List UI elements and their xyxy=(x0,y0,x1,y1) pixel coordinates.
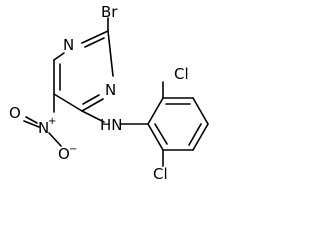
bond-nitro-o-double-inner xyxy=(23,120,40,128)
atom-chlorine-top: Cl xyxy=(174,65,189,83)
atom-ring-nitrogen-top: N xyxy=(63,36,74,54)
chemical-structure-diagram: Br N N HN Cl Cl N + O O − xyxy=(9,3,209,183)
dichlorophenyl-ring xyxy=(147,81,209,167)
bond-nitro-o-single xyxy=(48,132,62,147)
bond-c6-n1 xyxy=(81,98,104,112)
nitro-oxygen-charge: − xyxy=(69,144,77,155)
atom-nitro-oxygen-single: O xyxy=(58,145,70,163)
bond-nitro-o-double xyxy=(25,116,38,124)
atom-bromine: Br xyxy=(101,3,118,21)
pyrimidine-ring xyxy=(53,17,114,112)
nitro-group xyxy=(23,116,62,147)
bond-n1-c2 xyxy=(107,30,114,77)
atom-ring-nitrogen-right: N xyxy=(105,81,116,99)
atom-amine: HN xyxy=(100,116,123,134)
bond-ph-c4-c5 xyxy=(192,123,209,151)
nitro-nitrogen-charge: + xyxy=(48,116,56,127)
bond-c6-n1-inner xyxy=(82,94,100,105)
bond-ph-c1-c2 xyxy=(147,97,164,125)
bond-ph-c6-c1-inner xyxy=(154,123,168,145)
bond-n3-c4 xyxy=(53,52,65,61)
bond-c6-nh xyxy=(81,110,105,123)
bond-ph-c6-c1 xyxy=(147,123,164,151)
bond-ph-c4-c5-inner xyxy=(188,123,202,146)
atom-nitro-nitrogen: N xyxy=(38,119,49,137)
atom-nitro-oxygen-double: O xyxy=(9,104,21,122)
bond-ph-c3-c4 xyxy=(192,97,209,125)
bond-c2-n3 xyxy=(81,30,109,44)
bond-c5-c6 xyxy=(53,93,83,112)
atom-chlorine-bottom: Cl xyxy=(153,165,168,183)
bond-c2-n3-inner xyxy=(84,37,105,48)
